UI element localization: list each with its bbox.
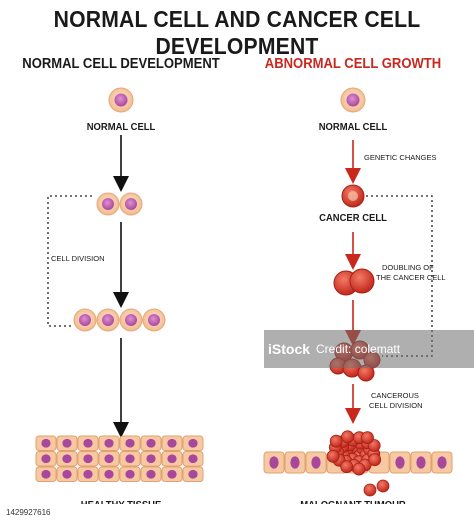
tissue-nucleus (146, 454, 156, 464)
tissue-nucleus (104, 438, 114, 448)
tissue-nucleus (416, 456, 426, 469)
tumour-cell (368, 453, 382, 467)
tissue-nucleus (62, 454, 72, 464)
tissue-nucleus (188, 469, 198, 479)
cancerous-label-1: CANCEROUS (371, 391, 419, 400)
tumour-cell (329, 434, 343, 448)
doubled-cancer-cells (333, 268, 375, 296)
watermark-logo: iStock (268, 341, 311, 357)
tissue-nucleus (83, 454, 93, 464)
diagram-title: NORMAL CELL AND CANCER CELL DEVELOPMENT (53, 6, 421, 59)
genetic-changes-label: GENETIC CHANGES (364, 153, 437, 162)
tissue-nucleus (167, 469, 177, 479)
right-heading: ABNORMAL CELL GROWTH (264, 56, 442, 72)
tissue-nucleus (269, 456, 279, 469)
division-bracket (47, 195, 92, 327)
cancerous-label-2: CELL DIVISION (369, 401, 423, 410)
tumour-cell (340, 460, 354, 474)
tissue-nucleus (104, 454, 114, 464)
cancer-cell (341, 184, 365, 208)
tissue-nucleus (41, 469, 51, 479)
watermark-credit: Credit: colematt (316, 342, 401, 356)
tissue-nucleus (146, 438, 156, 448)
tissue-nucleus (125, 438, 135, 448)
doubling-label-2: THE CANCER CELL (376, 273, 446, 282)
tissue-nucleus (125, 469, 135, 479)
tissue-nucleus (62, 469, 72, 479)
tissue-nucleus (41, 454, 51, 464)
watermark: iStock Credit: colematt (264, 330, 474, 368)
four-cells-left (73, 308, 166, 332)
tissue-nucleus (83, 469, 93, 479)
left-normal-cell-label: NORMAL CELL (86, 121, 156, 133)
tissue-nucleus (395, 456, 405, 469)
normal-cell-left (108, 87, 134, 113)
healthy-tissue (35, 435, 204, 482)
doubling-label-1: DOUBLING OF (382, 263, 434, 272)
tumour-cell (361, 431, 374, 445)
tissue-nucleus (167, 438, 177, 448)
cancer-cell-label: CANCER CELL (319, 212, 387, 224)
tissue-nucleus (125, 454, 135, 464)
two-cells-left (96, 192, 143, 216)
tissue-nucleus (437, 456, 447, 469)
tissue-nucleus (83, 438, 93, 448)
tissue-nucleus (41, 438, 51, 448)
tissue-nucleus (188, 438, 198, 448)
image-id: 1429927616 (6, 508, 51, 517)
tissue-nucleus (62, 438, 72, 448)
normal-cell-right (340, 87, 366, 113)
tissue-nucleus (146, 469, 156, 479)
tissue-nucleus (188, 454, 198, 464)
tumour-cell (326, 449, 340, 463)
right-normal-cell-label: NORMAL CELL (318, 121, 388, 133)
left-heading: NORMAL CELL DEVELOPMENT (22, 56, 220, 72)
tumour-mass (326, 430, 390, 497)
tissue-nucleus (167, 454, 177, 464)
cell-division-label: CELL DIVISION (51, 254, 105, 263)
tissue-nucleus (290, 456, 300, 469)
tumour-cell (376, 479, 390, 493)
tissue-nucleus (104, 469, 114, 479)
tumour-cell (341, 430, 355, 444)
tumour-cell (352, 462, 366, 476)
tissue-nucleus (311, 456, 321, 469)
credit-bar (0, 504, 474, 524)
tumour-cell (363, 483, 377, 497)
